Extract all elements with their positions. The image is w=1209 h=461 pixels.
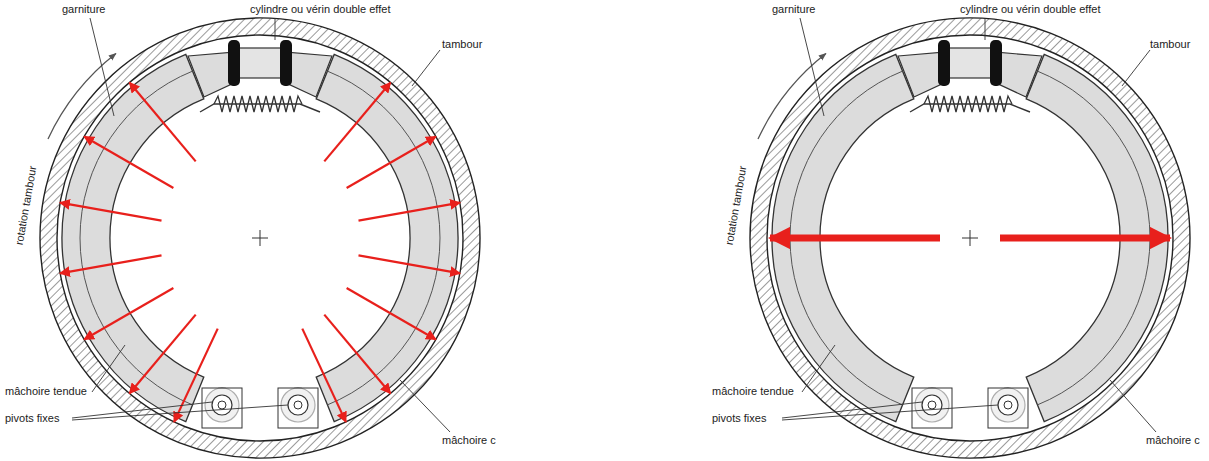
- part-label: garniture: [772, 3, 815, 16]
- resultant-arrows: [770, 235, 1170, 242]
- part-label: cylindre ou vérin double effet: [250, 3, 390, 16]
- part-label: pivots fixes: [712, 412, 766, 425]
- part-label: tambour: [442, 38, 482, 51]
- rotation-label: rotation tambour: [723, 164, 750, 245]
- leader-lines: [72, 18, 1156, 432]
- part-label: garniture: [62, 3, 105, 16]
- pressure-arrows: [60, 83, 460, 422]
- rotation-label: rotation tambour: [13, 164, 40, 245]
- part-label: pivots fixes: [5, 412, 59, 425]
- part-label: mâchoire c: [442, 434, 496, 447]
- part-label: mâchoire tendue: [5, 385, 87, 398]
- part-label: mâchoire tendue: [712, 385, 794, 398]
- part-label: tambour: [1150, 38, 1190, 51]
- part-label: mâchoire c: [1146, 434, 1200, 447]
- part-label: cylindre ou vérin double effet: [960, 3, 1100, 16]
